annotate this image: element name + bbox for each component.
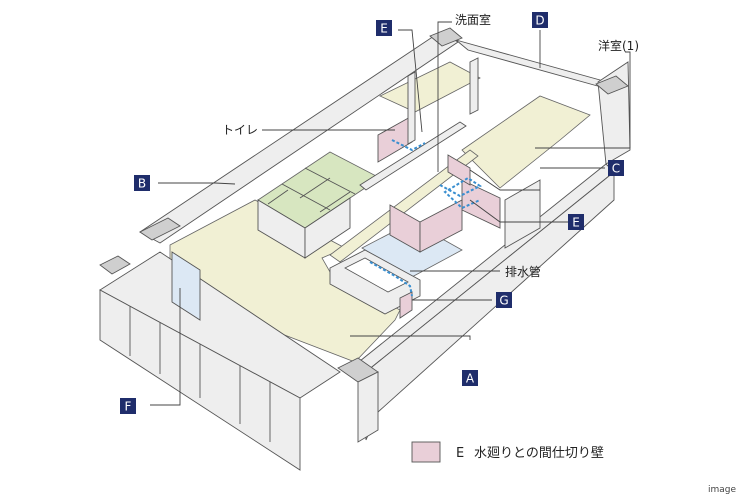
leader-e-right <box>469 199 568 223</box>
svg-text:G: G <box>499 294 508 308</box>
leader-f <box>150 288 181 406</box>
drain-pipe-washroom <box>439 176 482 210</box>
drain-pipe-toilet <box>391 139 426 152</box>
label-youshitsu: 洋室(1) <box>598 38 639 53</box>
youshitsu-floor <box>461 95 591 189</box>
legend-swatch <box>411 441 441 463</box>
inner-wall-1 <box>359 121 467 191</box>
label-haisui: 排水管 <box>505 264 541 279</box>
legend-letter: E <box>456 446 464 461</box>
bathtub-inner <box>344 257 409 293</box>
badge-c: C <box>608 160 624 176</box>
tatami-line-3 <box>299 177 331 199</box>
column-f <box>171 251 201 321</box>
leader-senmen <box>437 21 452 172</box>
legend: E 水廻りとの間仕切り壁 <box>411 441 604 463</box>
washroom-partition-a <box>461 179 501 229</box>
label-senmen: 洗面室 <box>455 12 491 27</box>
leader-a <box>350 335 471 340</box>
tatami-line-5 <box>267 189 289 205</box>
leader-b <box>158 182 236 185</box>
badge-b: B <box>134 175 150 191</box>
pillar-left <box>139 217 181 241</box>
svg-text:F: F <box>125 400 132 414</box>
pillar-right <box>595 75 629 95</box>
tatami-line-2 <box>304 167 356 195</box>
svg-text:B: B <box>138 177 146 191</box>
back-wall-right <box>455 39 613 91</box>
badge-g: G <box>496 292 512 308</box>
leader-youshitsu <box>535 51 631 149</box>
svg-text:C: C <box>612 162 620 176</box>
pillar-front-face <box>357 371 379 443</box>
bath-partition-right <box>419 199 463 253</box>
badge-a: A <box>462 370 478 386</box>
washroom-partition-b <box>447 154 471 186</box>
tatami-line-1 <box>281 183 331 211</box>
label-toire: トイレ <box>222 123 258 137</box>
inner-wall-4 <box>504 179 541 249</box>
tatami-line-4 <box>319 191 351 213</box>
badge-e-right: E <box>568 214 584 230</box>
leader-e-right-2 <box>469 169 540 191</box>
inner-wall-3 <box>469 57 479 115</box>
svg-text:A: A <box>466 372 475 386</box>
badge-e-top: E <box>376 20 392 36</box>
badge-f: F <box>120 398 136 414</box>
toilet-floor <box>379 61 481 113</box>
corridor-floor <box>329 149 479 263</box>
drain-pipe-bath <box>369 261 413 297</box>
bath-partition-small <box>399 291 413 319</box>
svg-text:D: D <box>535 14 544 28</box>
inner-wall-2 <box>407 71 416 145</box>
balcony-box <box>99 255 131 275</box>
leader-e-top <box>398 29 423 133</box>
legend-text: 水廻りとの間仕切り壁 <box>474 446 604 461</box>
badge-d: D <box>532 12 548 28</box>
tatami-side-wall <box>304 197 351 259</box>
footer-image-note: image <box>708 485 736 495</box>
svg-text:E: E <box>572 216 580 230</box>
svg-text:E: E <box>380 22 388 36</box>
